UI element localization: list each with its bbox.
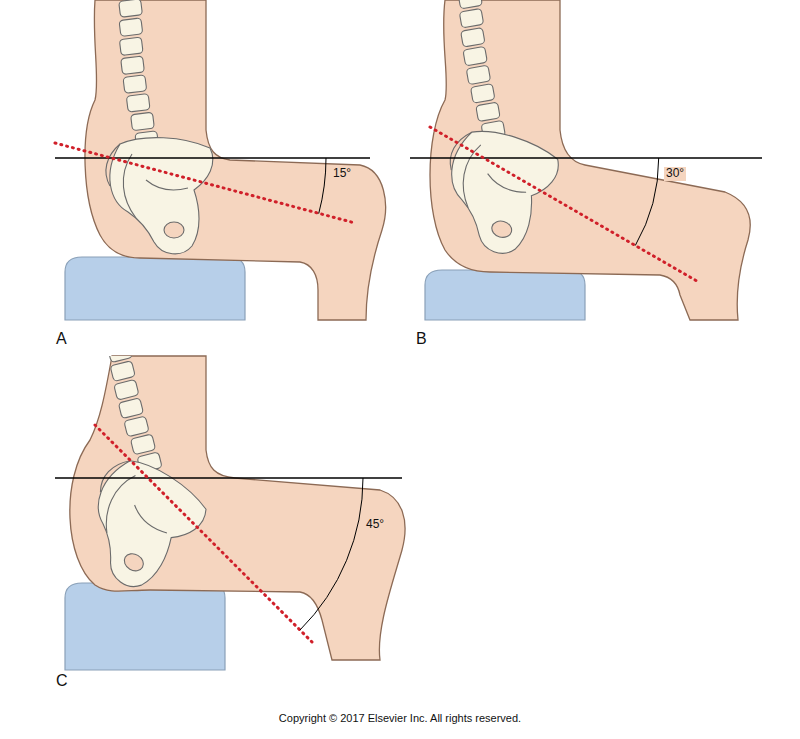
seat-cushion [65, 583, 225, 670]
angle-arc [319, 158, 326, 214]
pelvic-tilt-line [55, 143, 355, 223]
spine [114, 0, 159, 150]
angle-arc [300, 478, 363, 630]
copyright-notice: Copyright © 2017 Elsevier Inc. All right… [279, 712, 521, 725]
seat-cushion [425, 270, 585, 320]
angle-arc [635, 158, 658, 246]
pelvis [63, 448, 214, 602]
pelvic-tilt-line [430, 127, 700, 283]
horizontal-reference [410, 157, 762, 159]
pelvis [106, 138, 213, 254]
angle-label: 45° [364, 518, 386, 532]
panel-a-figure [55, 0, 386, 320]
panel-c-figure [55, 323, 405, 670]
panel-b-figure [410, 0, 762, 320]
horizontal-reference [55, 477, 402, 479]
angle-label: 30° [664, 167, 686, 181]
seat-cushion [65, 257, 245, 320]
pelvic-tilt-line [95, 425, 312, 642]
panel-letter: A [56, 330, 67, 348]
spine [100, 356, 162, 474]
horizontal-reference [55, 157, 370, 159]
angle-label: 15° [331, 167, 353, 181]
spine [453, 0, 505, 141]
panel-letter: C [56, 672, 68, 690]
panel-letter: B [416, 330, 427, 348]
